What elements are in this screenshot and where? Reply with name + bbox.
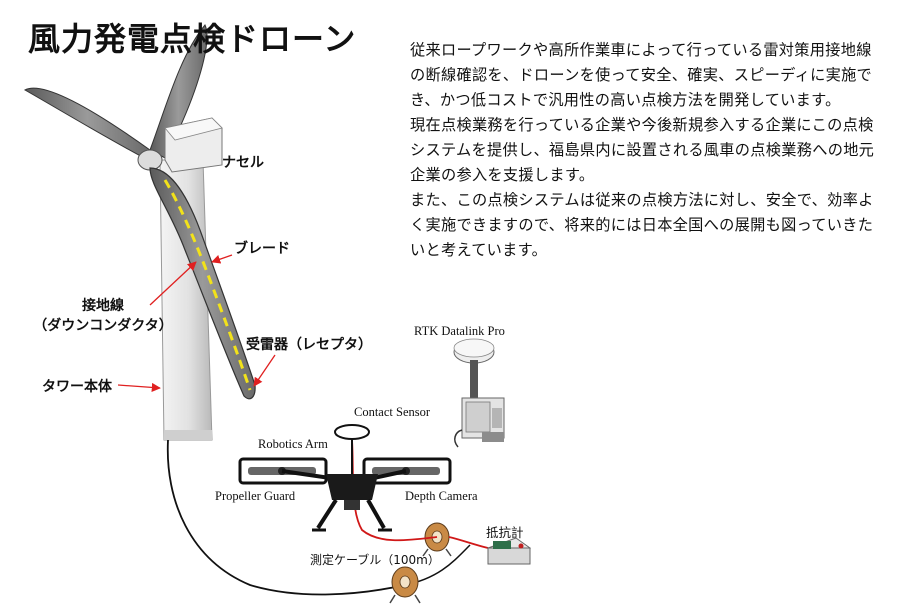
label-contact-sensor: Contact Sensor	[354, 405, 431, 419]
label-receptor: 受雷器（レセプタ）	[246, 337, 372, 353]
resistance-meter	[487, 537, 532, 565]
blade-upper-left	[23, 87, 151, 161]
cable-reel-lower	[389, 566, 421, 604]
description-paragraph-2: 現在点検業務を行っている企業や今後新規参入する企業にこの点検システムを提供し、福…	[410, 116, 875, 184]
down-conductor	[163, 179, 252, 391]
label-rtk: RTK Datalink Pro	[414, 324, 505, 338]
hub	[137, 149, 163, 171]
drone	[238, 424, 452, 532]
description-paragraph-1: 従来ロープワークや高所作業車によって行っている雷対策用接地線の断線確認を、ドロー…	[410, 41, 873, 109]
label-measurement-cable: 測定ケーブル（100m）	[310, 553, 440, 567]
rtk-device	[453, 338, 505, 448]
label-ground-wire-line1: 接地線	[82, 298, 124, 314]
label-nacelle: ナセル	[222, 155, 264, 171]
ground-cable	[166, 439, 406, 596]
label-ground-wire: 接地線 （ダウンコンダクタ）	[28, 295, 178, 335]
description: 従来ロープワークや高所作業車によって行っている雷対策用接地線の断線確認を、ドロー…	[410, 38, 880, 263]
blade-lower	[149, 167, 256, 400]
label-resistance-meter: 抵抗計	[486, 525, 524, 540]
tower-base-shadow	[164, 430, 212, 440]
label-depth-camera: Depth Camera	[405, 489, 478, 503]
label-tower: タワー本体	[42, 379, 112, 395]
label-ground-wire-line2: （ダウンコンダクタ）	[33, 318, 173, 334]
description-paragraph-3: また、この点検システムは従来の点検方法に対し、安全で、効率よく実施できますので、…	[410, 191, 874, 259]
label-propeller-guard: Propeller Guard	[215, 489, 296, 503]
label-robotics-arm: Robotics Arm	[258, 437, 328, 451]
page-title: 風力発電点検ドローン	[28, 20, 357, 58]
blade-upper-right	[149, 24, 208, 159]
label-blade: ブレード	[234, 241, 290, 257]
